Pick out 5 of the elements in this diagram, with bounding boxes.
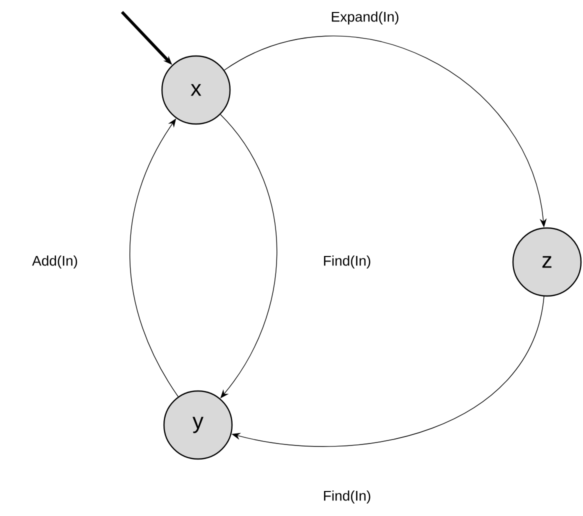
- edge-label: Expand(In): [328, 9, 402, 27]
- edge-label: Add(In): [30, 253, 80, 270]
- edge-label: Find(In): [320, 253, 374, 270]
- edge-label: Find(In): [320, 488, 374, 506]
- arrow: [220, 114, 278, 398]
